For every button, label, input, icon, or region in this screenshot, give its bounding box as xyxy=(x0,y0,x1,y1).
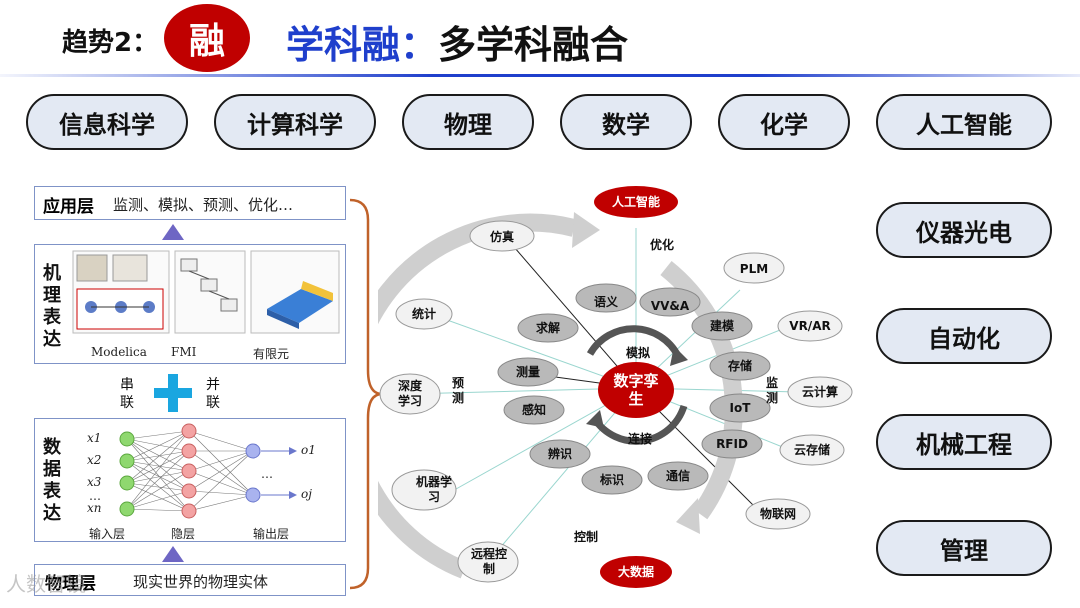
discipline-pill-mechanical-eng: 机械工程 xyxy=(876,414,1052,470)
series-label: 串联 xyxy=(120,377,134,411)
discipline-pill-automation: 自动化 xyxy=(876,308,1052,364)
header-divider xyxy=(0,74,1080,77)
mechanism-model-image xyxy=(72,250,340,334)
node-vr-ar: VR/AR xyxy=(789,318,831,333)
neural-network-image xyxy=(119,423,297,519)
physical-layer-label: 物理层 xyxy=(45,574,96,594)
discipline-pill-management: 管理 xyxy=(876,520,1052,576)
discipline-pill-ai: 人工智能 xyxy=(876,94,1052,150)
caption-output-layer: 输出层 xyxy=(253,527,290,541)
node-big-data: 大数据 xyxy=(617,564,654,579)
discipline-pill-mathematics: 数学 xyxy=(560,94,692,150)
node-cloud-storage: 云存储 xyxy=(793,442,830,457)
data-expression-label: 数据表达 xyxy=(43,437,61,524)
nn-input-label: x2 xyxy=(87,453,102,467)
caption-modelica: Modelica xyxy=(91,345,147,359)
arrow-up-icon xyxy=(162,546,184,562)
title-part-dark: 多学科融合 xyxy=(438,23,629,67)
caption-input-layer: 输入层 xyxy=(89,527,126,541)
plus-icon xyxy=(154,374,192,412)
node-digital-twin: 数字孪生 xyxy=(613,372,659,408)
physical-layer-box: 物理层 现实世界的物理实体 xyxy=(34,564,346,596)
node-simulation: 仿真 xyxy=(489,229,514,244)
phase-predict: 预测 xyxy=(452,376,465,405)
node-recognition: 辨识 xyxy=(547,446,572,461)
arrow-up-icon xyxy=(162,224,184,240)
node-iot-network: 物联网 xyxy=(759,506,796,521)
header-badge: 融 xyxy=(164,4,250,72)
nn-input-ellipsis: … xyxy=(89,489,101,503)
discipline-pill-chemistry: 化学 xyxy=(718,94,850,150)
nn-output-ellipsis: … xyxy=(261,467,273,481)
node-identification: 标识 xyxy=(599,472,624,487)
node-cloud-computing: 云计算 xyxy=(801,384,838,399)
node-iot: IoT xyxy=(729,400,751,415)
node-statistics: 统计 xyxy=(411,306,436,321)
node-plm: PLM xyxy=(739,261,769,276)
discipline-pill-physics: 物理 xyxy=(402,94,534,150)
caption-fmi: FMI xyxy=(171,345,197,359)
app-layer-box: 应用层 监测、模拟、预测、优化… xyxy=(34,186,346,220)
node-measurement: 测量 xyxy=(515,364,540,379)
app-layer-label: 应用层 xyxy=(43,197,94,217)
nn-input-label: xn xyxy=(87,501,102,515)
mechanism-label: 机理表达 xyxy=(43,263,61,350)
node-machine-learning: 机器学习 xyxy=(416,475,453,504)
node-communication: 通信 xyxy=(665,468,690,483)
node-vva: VV&A xyxy=(650,298,690,313)
nn-input-label: x3 xyxy=(87,475,102,489)
title-part-blue: 学科融： xyxy=(286,23,439,67)
page-title: 学科融：多学科融合 xyxy=(286,14,628,69)
node-storage: 存储 xyxy=(727,358,752,373)
app-layer-text: 监测、模拟、预测、优化… xyxy=(113,196,294,214)
label-simulate: 模拟 xyxy=(626,346,651,360)
node-semantics: 语义 xyxy=(593,294,618,309)
phase-monitor: 监测 xyxy=(766,376,779,405)
node-modeling: 建模 xyxy=(709,318,734,333)
node-ai: 人工智能 xyxy=(611,194,660,209)
header-prefix: 趋势2： xyxy=(62,28,159,58)
phase-optimize: 优化 xyxy=(650,238,675,252)
discipline-pill-instrument-optics: 仪器光电 xyxy=(876,202,1052,258)
node-rfid: RFID xyxy=(716,436,748,451)
node-sensing: 感知 xyxy=(521,402,546,417)
digital-twin-diagram xyxy=(378,186,853,588)
caption-hidden-layer: 隐层 xyxy=(171,527,196,541)
discipline-pill-info-science: 信息科学 xyxy=(26,94,188,150)
phase-control: 控制 xyxy=(574,530,599,544)
nn-output-label: oj xyxy=(301,487,312,501)
nn-output-label: o1 xyxy=(301,443,316,457)
physical-layer-text: 现实世界的物理实体 xyxy=(133,573,269,591)
node-remote-control: 远程控制 xyxy=(471,547,508,576)
caption-fem: 有限元 xyxy=(253,347,290,361)
label-connect: 连接 xyxy=(628,432,653,446)
data-expression-box: 数据表达 x1 x2 x3 … xn o1 … oj 输入层 隐层 输出层 xyxy=(34,418,346,542)
watermark: 人数智镜 xyxy=(6,572,86,596)
parallel-label: 并联 xyxy=(206,377,220,411)
node-solving: 求解 xyxy=(535,320,560,335)
mechanism-box: 机理表达 Modelica FMI 有限元 xyxy=(34,244,346,364)
nn-input-label: x1 xyxy=(87,431,102,445)
discipline-pill-computational-science: 计算科学 xyxy=(214,94,376,150)
node-deep-learning: 深度学习 xyxy=(397,379,422,408)
